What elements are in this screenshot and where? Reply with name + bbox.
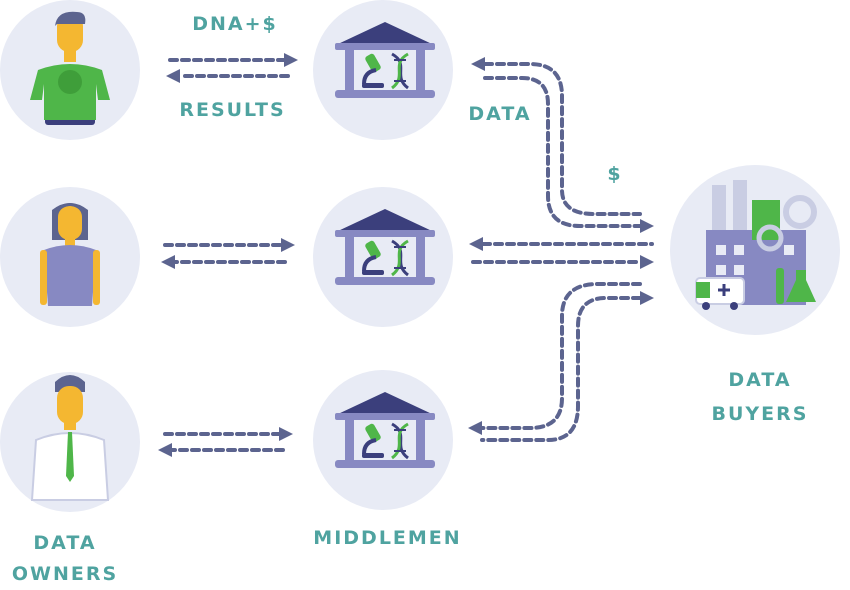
middleman-circle-1 xyxy=(313,0,453,140)
person-woman-icon xyxy=(40,203,100,306)
person-white-shirt-tie-icon xyxy=(30,375,110,501)
factory-icon xyxy=(695,180,817,310)
arrow-buyers-to-mid1 xyxy=(483,62,642,216)
middleman-circle-3 xyxy=(313,370,453,510)
money-label: $ xyxy=(607,163,623,185)
person-green-shirt-icon xyxy=(30,11,110,125)
middleman-circles xyxy=(313,0,453,510)
results-label: RESULTS xyxy=(179,99,286,121)
middlemen-label: MIDDLEMEN xyxy=(313,527,462,549)
arrowheads xyxy=(158,53,654,457)
data-owners-label: DATA OWNERS xyxy=(11,532,119,585)
data-label: DATA xyxy=(468,103,532,125)
arrow-buyers-to-mid3 xyxy=(480,282,642,430)
data-buyers-label: DATA BUYERS xyxy=(711,369,809,425)
arrows xyxy=(163,58,654,452)
dna-money-label: DNA+$ xyxy=(192,13,278,35)
middleman-circle-2 xyxy=(313,187,453,327)
